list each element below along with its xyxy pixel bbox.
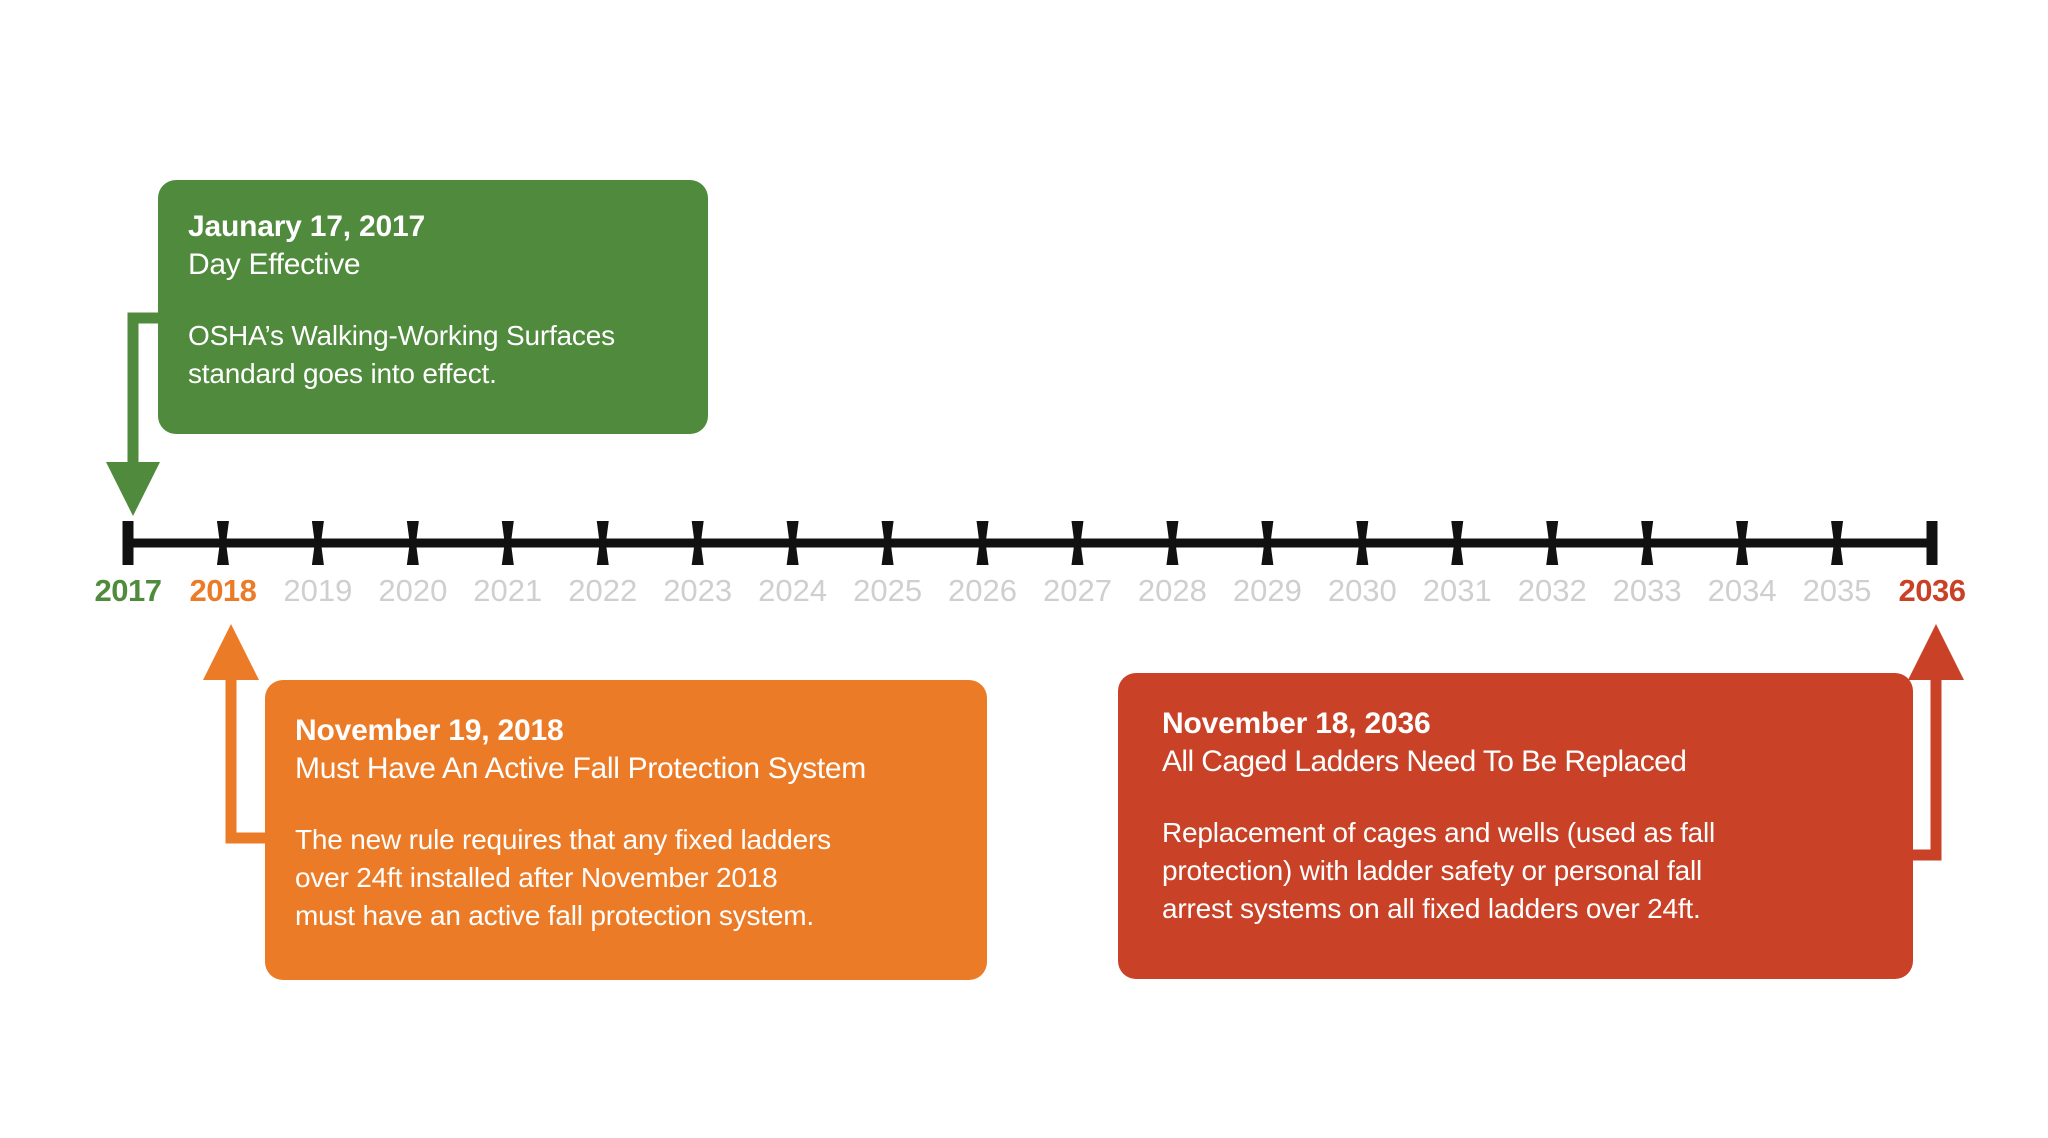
axis-tick: [122, 521, 134, 565]
year-label-2020: 2020: [378, 573, 448, 608]
year-label-2025: 2025: [853, 573, 923, 608]
year-label-2032: 2032: [1517, 573, 1587, 608]
axis-tick: [881, 521, 894, 565]
axis-tick: [1356, 521, 1369, 565]
axis-tick: [406, 521, 419, 565]
axis-tick: [1546, 521, 1559, 565]
axis-tick: [976, 521, 989, 565]
axis-tick: [596, 521, 609, 565]
callout-date: November 19, 2018: [295, 714, 564, 747]
year-label-2027: 2027: [1042, 573, 1112, 608]
callout-caged-ladders[interactable]: November 18, 2036 All Caged Ladders Need…: [1118, 673, 1913, 979]
year-label-2036: 2036: [1898, 573, 1966, 608]
axis-tick: [216, 521, 229, 565]
callout-body: The new rule requires that any fixed lad…: [295, 824, 831, 931]
year-label-2022: 2022: [568, 573, 638, 608]
axis-tick: [1071, 521, 1084, 565]
callout-subtitle: Day Effective: [188, 248, 361, 281]
year-label-2028: 2028: [1137, 573, 1207, 608]
year-label-2035: 2035: [1802, 573, 1872, 608]
axis-tick: [1261, 521, 1274, 565]
year-label-2030: 2030: [1327, 573, 1397, 608]
axis-tick: [786, 521, 799, 565]
year-label-2021: 2021: [473, 573, 543, 608]
axis-tick: [501, 521, 514, 565]
callout-date: Jaunary 17, 2017: [188, 210, 425, 243]
callout-body: Replacement of cages and wells (used as …: [1162, 817, 1716, 924]
axis-tick: [1451, 521, 1464, 565]
axis-tick: [1641, 521, 1654, 565]
callout-body: OSHA’s Walking-Working Surfaces standard…: [188, 320, 615, 389]
axis-tick: [1831, 521, 1844, 565]
year-label-2024: 2024: [758, 573, 828, 608]
callout-day-effective[interactable]: Jaunary 17, 2017 Day Effective OSHA’s Wa…: [158, 180, 708, 434]
year-label-2031: 2031: [1422, 573, 1492, 608]
year-label-2023: 2023: [663, 573, 733, 608]
year-label-2029: 2029: [1232, 573, 1302, 608]
axis-tick: [691, 521, 704, 565]
year-label-2017: 2017: [94, 573, 162, 608]
callout-subtitle: Must Have An Active Fall Protection Syst…: [295, 752, 866, 785]
year-label-2026: 2026: [948, 573, 1017, 608]
callout-fall-protection[interactable]: November 19, 2018 Must Have An Active Fa…: [265, 680, 987, 980]
year-label-2018: 2018: [189, 573, 257, 608]
callout-subtitle: All Caged Ladders Need To Be Replaced: [1162, 745, 1687, 778]
year-label-2034: 2034: [1707, 573, 1777, 608]
axis-tick: [1926, 521, 1938, 565]
year-label-2019: 2019: [283, 573, 353, 608]
axis-tick: [1166, 521, 1179, 565]
axis-tick: [311, 521, 324, 565]
axis-tick: [1736, 521, 1749, 565]
callout-date: November 18, 2036: [1162, 707, 1431, 740]
year-label-2033: 2033: [1612, 573, 1682, 608]
